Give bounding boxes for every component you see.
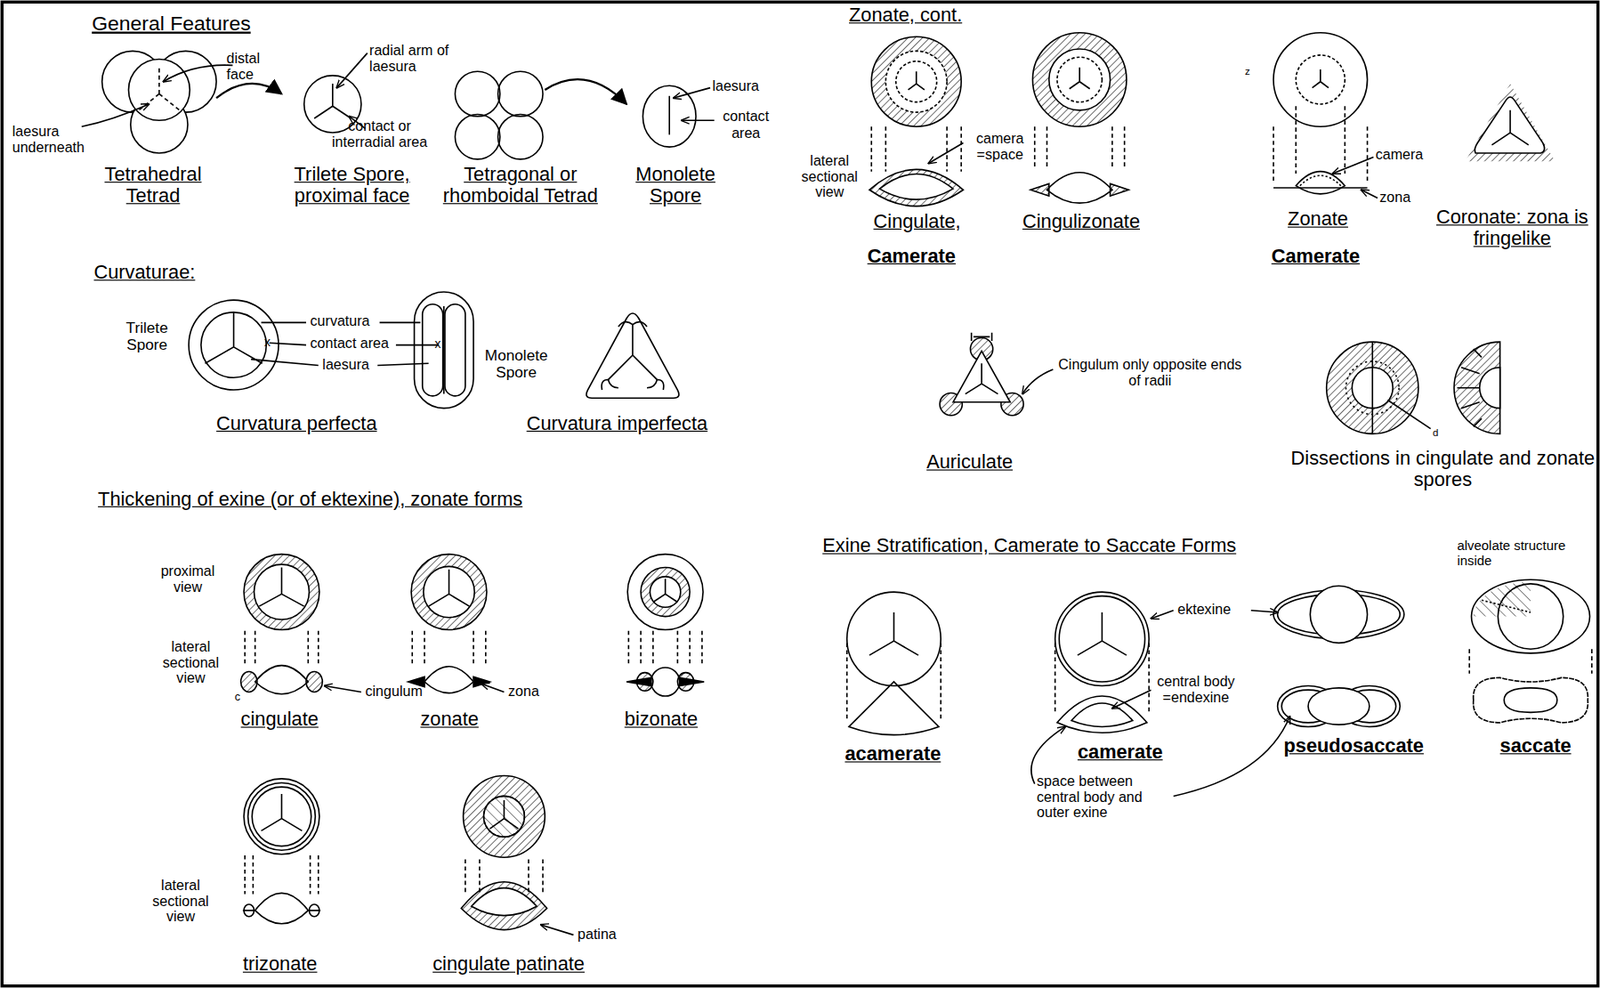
part-label: patina: [577, 926, 617, 943]
part-label: x: [434, 338, 441, 352]
section-heading: saccate: [1500, 735, 1572, 757]
section-heading: Tetrahedral Tetrad: [81, 162, 226, 207]
part-label: contact or interradial area: [318, 118, 442, 151]
section-heading: Dissections in cingulate and zonate spor…: [1289, 446, 1596, 491]
acamerate-spore: [847, 591, 941, 736]
section-heading: Trilete Spore, proximal face: [275, 162, 429, 207]
part-label: lateral sectional view: [154, 638, 227, 687]
curvatura-perfecta: [188, 291, 679, 409]
tetrahedral-tetrad: [81, 50, 283, 154]
part-label: zona: [1379, 189, 1411, 206]
section-heading: zonate: [420, 708, 478, 730]
section-heading: camerate: [1077, 740, 1164, 762]
trizonate-spore: [242, 778, 321, 924]
section-heading: pseudosaccate: [1284, 735, 1424, 757]
part-label: curvatura: [310, 313, 371, 330]
part-label: zona: [508, 683, 540, 700]
part-label: laesura underneath: [12, 123, 105, 156]
section-heading: Zonate: [1287, 208, 1349, 230]
part-label: laesura: [322, 356, 370, 373]
section-heading: cingulate patinate: [432, 953, 585, 975]
cingulate-spore: [241, 554, 362, 695]
section-heading: Tetragonal or rhomboidal Tetrad: [432, 162, 608, 207]
part-label: distal face: [226, 50, 278, 83]
part-label: cingulum: [365, 683, 423, 700]
section-heading: Cingulizonate: [1022, 210, 1140, 232]
part-label: lateral sectional view: [793, 153, 865, 202]
part-label: laesura: [711, 78, 760, 95]
monolete-spore: [642, 85, 714, 147]
part-label: space between central body and outer exi…: [1036, 773, 1176, 822]
zonate-camerate-spore: [1273, 32, 1378, 199]
part-label: proximal view: [153, 563, 223, 596]
part-label: radial arm of laesura: [369, 42, 467, 75]
section-heading: Curvaturae:: [93, 261, 195, 283]
part-label: x: [264, 335, 271, 349]
bizonate-spore: [626, 554, 704, 696]
coronate-spore: [1465, 83, 1556, 162]
section-heading: trizonate: [242, 953, 318, 975]
section-heading: acamerate: [844, 743, 941, 765]
section-heading: Curvatura imperfecta: [526, 412, 708, 434]
section-heading: General Features: [91, 12, 251, 36]
pseudosaccate-spore: [1251, 585, 1405, 727]
section-heading: Thickening of exine (or of ektexine), zo…: [97, 487, 523, 510]
part-label: ektexine: [1177, 602, 1231, 619]
cingulate-patinate-spore: [460, 775, 574, 935]
section-heading: Monolete Spore: [624, 162, 728, 207]
part-label: camera =space: [967, 130, 1033, 163]
part-label: alveolate structure inside: [1456, 538, 1592, 568]
section-heading: cingulate: [241, 708, 319, 730]
tetragonal-tetrad: [454, 71, 627, 160]
auriculate-spore: [939, 332, 1053, 416]
part-label: lateral sectional view: [145, 877, 217, 926]
camerate-spore: [1031, 591, 1291, 796]
dissection-spores: [1326, 341, 1501, 434]
zonate-spore: [408, 554, 505, 694]
section-heading: Auriculate: [926, 451, 1013, 473]
part-label: Trilete Spore: [110, 319, 185, 355]
part-label: Monolete Spore: [475, 347, 558, 382]
part-label: d: [1432, 426, 1439, 438]
part-label: camera: [1375, 146, 1424, 163]
section-heading: Cingulate,: [873, 210, 962, 232]
section-heading: Zonate, cont.: [848, 4, 962, 26]
section-heading: Exine Stratification, Camerate to Saccat…: [822, 534, 1237, 557]
part-label: z: [1244, 64, 1251, 77]
saccate-pollen: [1469, 579, 1592, 723]
part-label: contact area: [310, 335, 389, 352]
section-heading: Camerate: [867, 244, 956, 267]
part-label: Cingulum only opposite ends of radii: [1052, 356, 1247, 389]
cingulate-camerate-spore: [869, 36, 963, 206]
section-heading: Curvatura perfecta: [216, 412, 377, 434]
section-heading: bizonate: [624, 708, 698, 730]
section-heading: Coronate: zona is fringelike: [1426, 206, 1599, 251]
section-heading: Camerate: [1271, 244, 1360, 267]
part-label: central body =endexine: [1148, 673, 1243, 706]
part-label: c: [234, 689, 241, 703]
part-label: contact area: [714, 109, 778, 142]
cingulizonate-spore: [1030, 32, 1129, 203]
